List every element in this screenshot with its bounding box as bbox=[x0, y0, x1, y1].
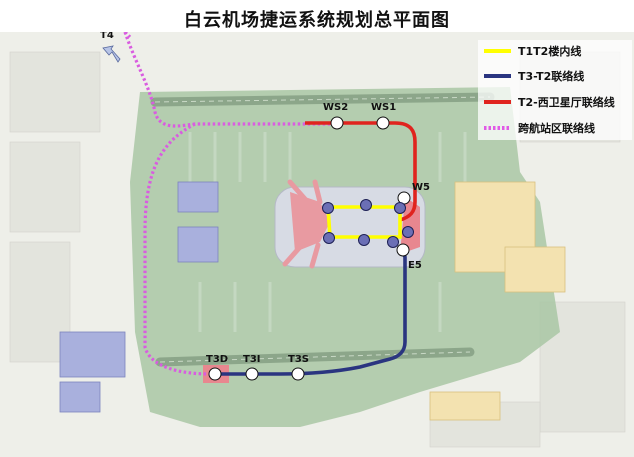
t4-arrow bbox=[102, 45, 121, 63]
route-cross-terminal bbox=[123, 32, 340, 376]
station-ws2[interactable] bbox=[330, 116, 344, 130]
legend-label-t1t2: T1T2楼内线 bbox=[518, 44, 581, 58]
label-t3i: T3I bbox=[243, 354, 261, 365]
station-t3d[interactable] bbox=[208, 367, 222, 381]
route-t2-west bbox=[305, 121, 417, 222]
label-t4: T4 bbox=[100, 32, 114, 41]
station-markers bbox=[208, 116, 411, 381]
legend: T1T2楼内线 T3-T2联络线 T2-西卫星厅联络线 跨航站区联络线 bbox=[478, 40, 632, 140]
label-t3d: T3D bbox=[206, 354, 228, 365]
station-e5[interactable] bbox=[396, 243, 410, 257]
label-ws1: WS1 bbox=[371, 102, 396, 113]
label-ws2: WS2 bbox=[323, 102, 348, 113]
cargo-zones bbox=[429, 181, 566, 421]
station-t3s[interactable] bbox=[291, 367, 305, 381]
label-t3s: T3S bbox=[288, 354, 309, 365]
route-cross-terminal-branch bbox=[123, 32, 132, 39]
legend-label-cross: 跨航站区联络线 bbox=[518, 121, 595, 135]
map-title: 白云机场捷运系统规划总平面图 bbox=[184, 10, 450, 31]
legend-label-t2west: T2-西卫星厅联络线 bbox=[518, 95, 615, 109]
label-e5: E5 bbox=[408, 260, 422, 271]
building-zones bbox=[59, 181, 219, 413]
station-ws1[interactable] bbox=[376, 116, 390, 130]
apron-stands bbox=[188, 132, 467, 332]
inner-station-markers bbox=[322, 199, 414, 248]
airport-plan-map: T4 WS2 WS1 W5 E5 T3D T3I T3S T1T2楼内线 T3-… bbox=[0, 32, 634, 457]
route-t1-t2-inner bbox=[326, 205, 402, 239]
label-w5: W5 bbox=[412, 182, 430, 193]
legend-label-t3t2: T3-T2联络线 bbox=[518, 69, 584, 83]
station-t3i[interactable] bbox=[245, 367, 259, 381]
